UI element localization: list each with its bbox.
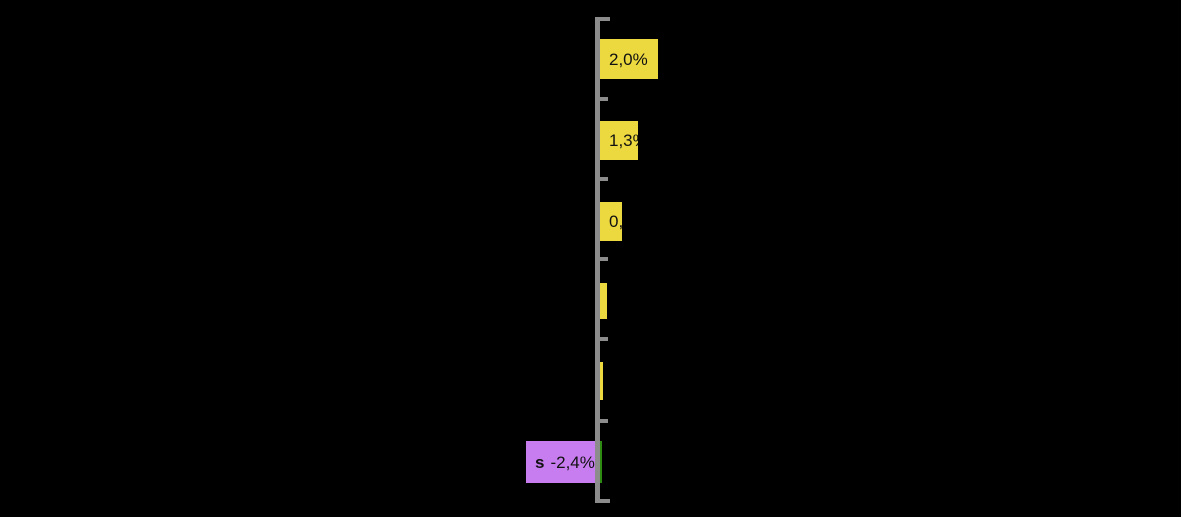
bar-2-value-label: 1,3%	[609, 132, 638, 149]
bar-1[interactable]: 2,0%	[600, 39, 658, 79]
axis-tick-0	[600, 17, 610, 21]
bar-5[interactable]	[600, 362, 603, 400]
axis-tick-4	[600, 337, 608, 341]
bar-3[interactable]: 0,8	[600, 202, 622, 241]
axis-tick-3	[600, 257, 608, 261]
axis-tick-2	[600, 177, 608, 181]
axis-tick-6	[600, 499, 610, 503]
bar-7-category-label: s	[535, 453, 545, 471]
bar-7-marker	[599, 441, 602, 483]
bar-4[interactable]	[600, 283, 607, 319]
bar-7-value-text: -2,4%	[550, 453, 595, 471]
bar-7[interactable]: s -2,4%	[526, 441, 599, 483]
bar-7-value-label: s -2,4%	[526, 454, 599, 471]
value-axis	[595, 17, 600, 503]
axis-tick-5	[600, 419, 608, 423]
bar-1-value-label: 2,0%	[609, 50, 648, 68]
bar-2[interactable]: 1,3%	[600, 121, 638, 160]
axis-tick-1	[600, 97, 608, 101]
bar-3-value-label: 0,8	[609, 213, 622, 230]
